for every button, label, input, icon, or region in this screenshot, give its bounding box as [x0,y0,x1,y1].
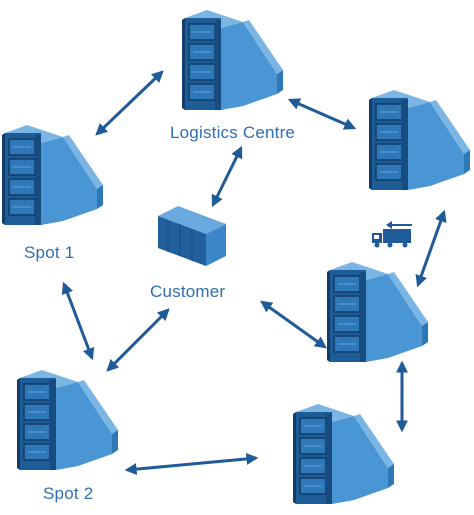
server-rack-icon [1,124,104,226]
server-rack-icon [368,89,471,191]
connector-arrow [95,70,164,136]
shipping-container-icon [158,206,226,266]
logistics-centre-label: Logistics Centre [170,123,296,142]
connector-arrow [106,308,170,372]
connector-arrow [260,300,327,349]
customer-label: Customer [150,282,226,301]
connector-arrow [415,209,447,288]
connector-arrow [61,281,95,361]
connector-arrow [124,452,259,476]
connector-arrow [211,145,243,208]
server-rack-icon [181,9,284,111]
spot-2-label: Spot 2 [43,484,94,503]
spot-1-label: Spot 1 [24,243,75,262]
server-rack-icon [292,403,395,505]
server-rack-icon [326,261,429,363]
connector-arrow [287,98,357,130]
server-rack-icon [16,369,119,471]
delivery-truck-icon [372,221,412,248]
